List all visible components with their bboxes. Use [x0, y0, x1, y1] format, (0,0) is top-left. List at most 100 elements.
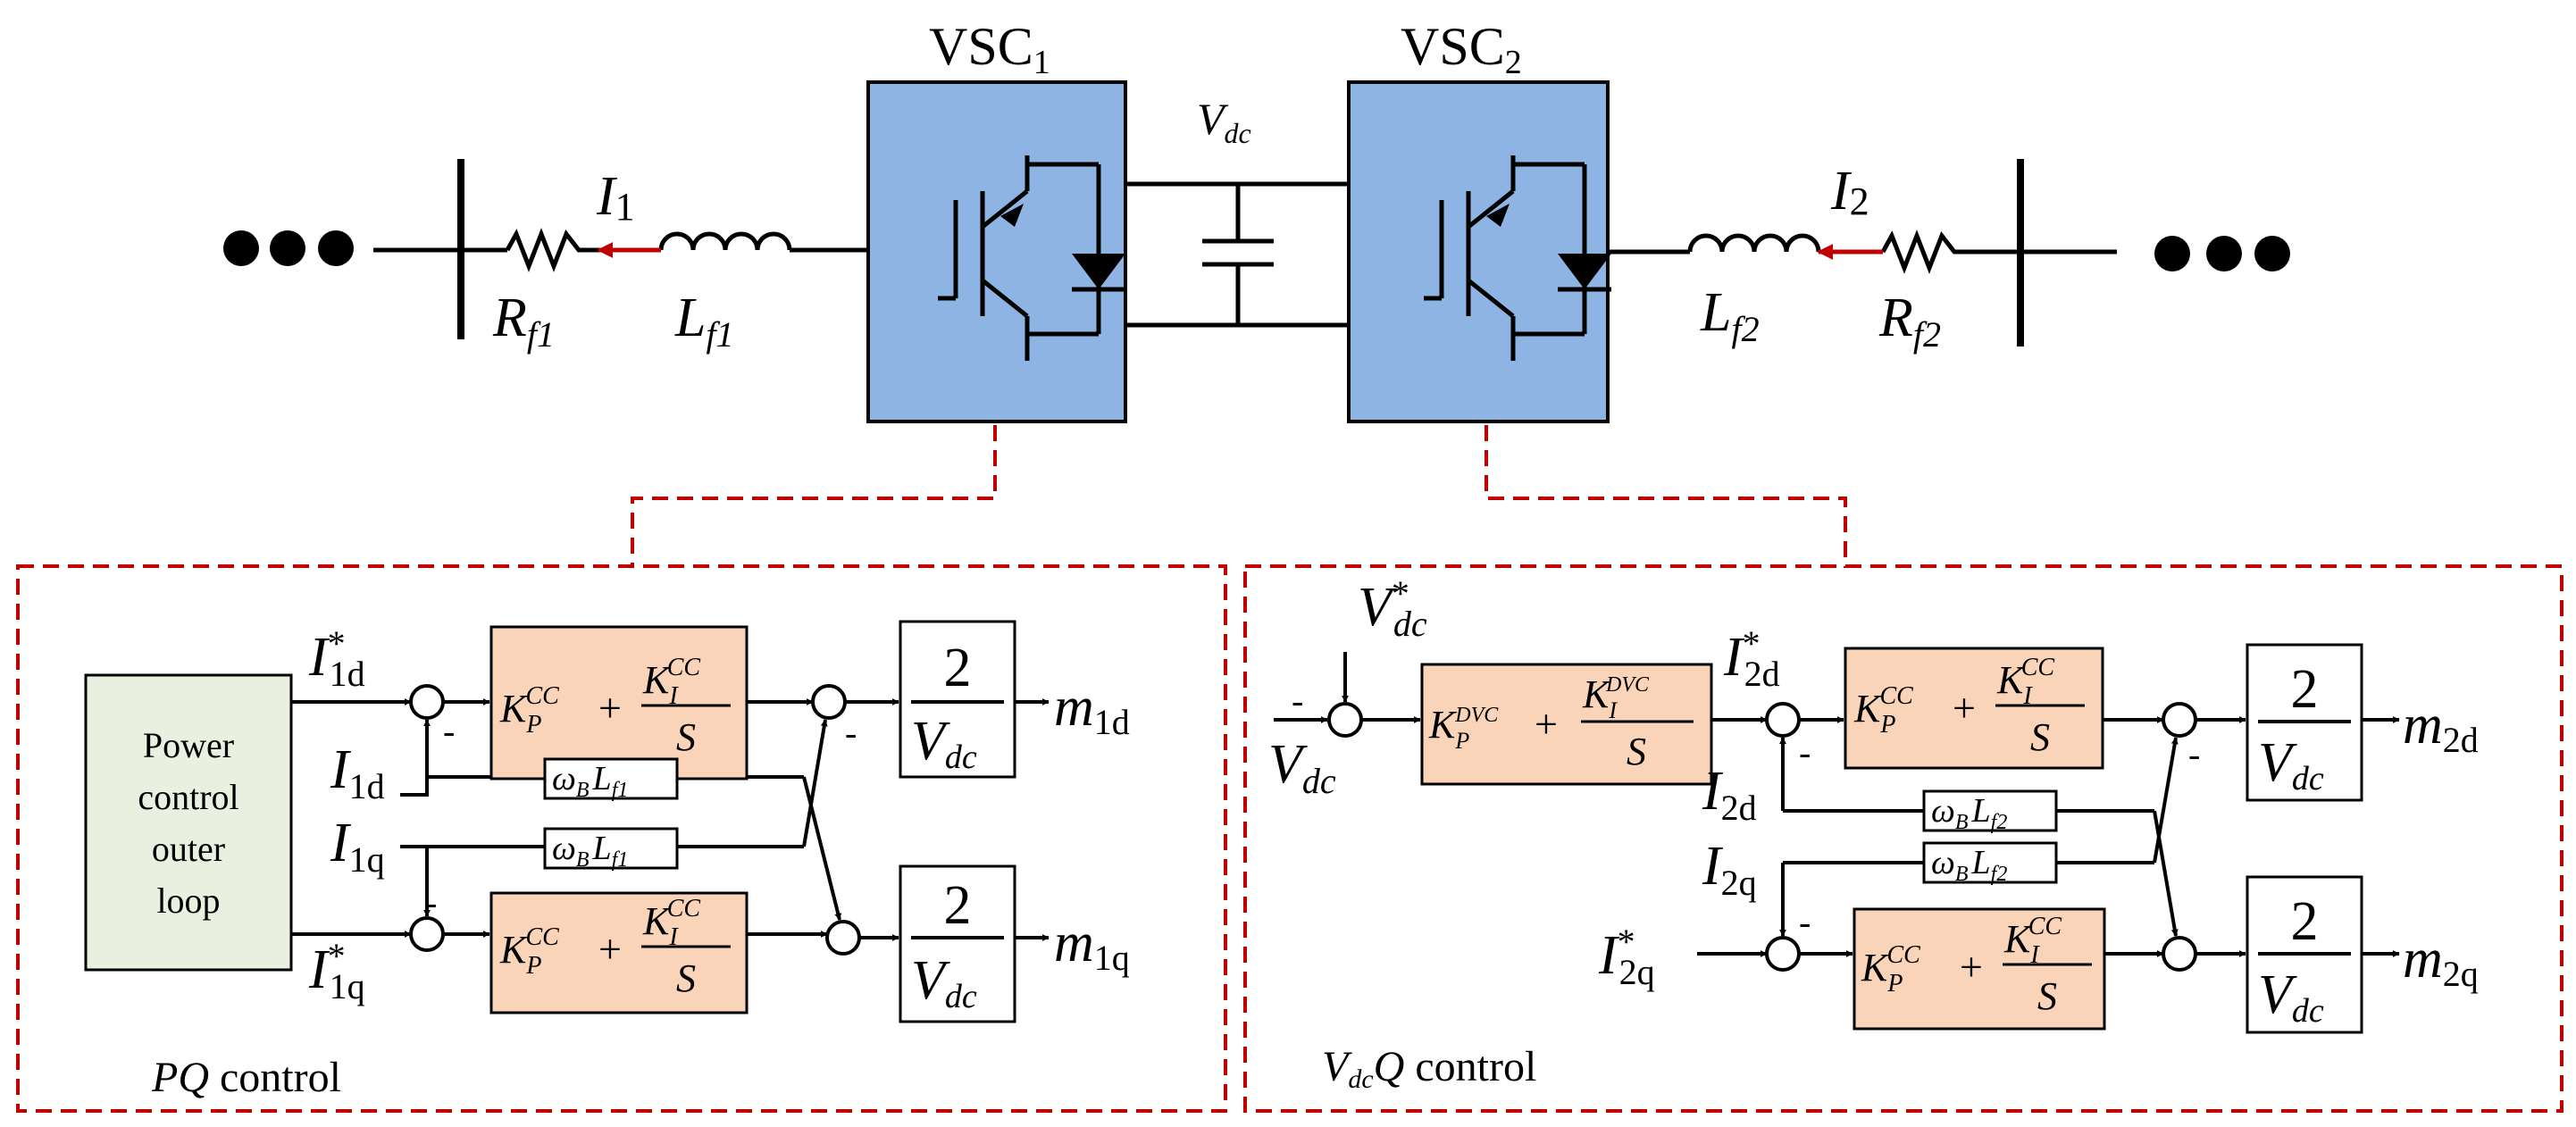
- decoupling-block-q: [543, 827, 679, 870]
- power-control-outer-loop-block: [84, 673, 293, 972]
- m2d-label: m2d: [2403, 695, 2479, 760]
- vdcq-control-caption: VdcQ control: [1322, 1043, 1536, 1094]
- outer-loop-line-1: Power: [143, 725, 234, 765]
- svg-text:KICC: KICC: [642, 654, 700, 710]
- svg-text:KPCC: KPCC: [499, 682, 559, 739]
- lf1-label: Lf1: [674, 288, 734, 355]
- vdc-feedback-label: Vdc: [1268, 734, 1336, 801]
- svg-text:KPDVC: KPDVC: [1428, 703, 1499, 754]
- vdc-label: Vdc: [1197, 94, 1251, 149]
- sum-junction-q2: [825, 920, 861, 956]
- power-circuit: VSC1 VSC2 Vdc I1 Rf1 Lf1 I2 Lf2 Rf2: [223, 17, 2290, 423]
- m2q-label: m2q: [2403, 929, 2479, 994]
- vdcq-control-panel: KPDVC + KIDVC S KPCC + KICC S KPCC + KIC…: [1243, 564, 2563, 1113]
- i1q-label: I1q: [330, 813, 385, 880]
- gain-text-q: 2 Vdc: [911, 875, 1004, 1015]
- m1q-label: m1q: [1054, 913, 1130, 978]
- i1-label: I1: [596, 166, 635, 229]
- i2q-ref-label: I*2q: [1598, 922, 1655, 992]
- svg-text:2: 2: [2291, 891, 2319, 952]
- i1d-ref-label: I*1d: [308, 623, 365, 694]
- vsc2-label: VSC2: [1401, 17, 1522, 81]
- sum-junction-q1: [409, 916, 445, 952]
- svg-text:+: +: [598, 926, 622, 972]
- sum-junction-q1-right: [1765, 936, 1801, 972]
- minus-sign-vdc: -: [1292, 680, 1303, 721]
- vsc1-box: [866, 80, 1127, 423]
- ellipsis-dot-left-2: [270, 230, 305, 266]
- svg-text:KPCC: KPCC: [499, 923, 559, 980]
- minus-sign-d1: -: [443, 711, 455, 751]
- ellipsis-dot-right-1: [2154, 236, 2190, 271]
- pi-controller-d: [489, 625, 749, 781]
- svg-text:KICC: KICC: [1996, 654, 2054, 710]
- svg-text:2: 2: [2291, 659, 2319, 720]
- pq-control-panel: Power control outer loop: [16, 564, 1227, 1113]
- vdcq-control-border: [1243, 564, 2563, 1113]
- svg-text:2: 2: [944, 875, 972, 936]
- sum-junction-d1-right: [1765, 702, 1801, 738]
- minus-sign-q1-right: -: [1799, 902, 1811, 942]
- outer-loop-line-2: control: [138, 777, 238, 817]
- pq-control-caption: PQ control: [151, 1054, 341, 1101]
- gain-block-d: [899, 620, 1016, 779]
- i2d-ref-label: I*2d: [1723, 623, 1780, 694]
- inductor-right: [1687, 233, 1821, 253]
- lf2-label: Lf2: [1700, 282, 1760, 349]
- i2-label: I2: [1830, 161, 1869, 223]
- pi-text-d-right: KPCC + KICC S: [1853, 654, 2085, 759]
- minus-sign-d1-right: -: [1799, 732, 1811, 772]
- i2d-label: I2d: [1702, 761, 1757, 828]
- ellipsis-dot-left-3: [318, 230, 354, 266]
- gain-text-d-right: 2 Vdc: [2258, 659, 2351, 797]
- svg-text:2: 2: [944, 638, 972, 698]
- svg-text:S: S: [676, 715, 696, 759]
- pi-text-q: KPCC + KICC S: [499, 895, 731, 1000]
- sum-junction-d2: [811, 684, 847, 720]
- m1d-label: m1d: [1054, 677, 1130, 742]
- svg-text:+: +: [1535, 701, 1558, 747]
- sum-junction-d2-right: [2162, 702, 2197, 738]
- svg-text:+: +: [1953, 685, 1976, 730]
- decoupling-block-d: [543, 757, 679, 800]
- svg-text:S: S: [2037, 974, 2057, 1018]
- i2q-label: I2q: [1702, 836, 1757, 903]
- pi-controller-q: [489, 891, 749, 1014]
- pi-controller-d-right: [1844, 647, 2104, 770]
- ellipsis-dot-right-2: [2206, 236, 2242, 271]
- pi-controller-q-right: [1853, 907, 2106, 1031]
- gain-text-d: 2 Vdc: [911, 638, 1004, 776]
- vdc-ref-label: V*dc: [1358, 573, 1427, 644]
- svg-text:S: S: [1627, 730, 1646, 773]
- svg-text:+: +: [1960, 944, 1983, 989]
- outer-loop-line-4: loop: [156, 881, 220, 921]
- rf1-label: Rf1: [492, 288, 555, 355]
- svg-text:KPCC: KPCC: [1853, 682, 1913, 739]
- sum-junction-q2-right: [2162, 936, 2197, 972]
- minus-sign-d2-right: -: [2188, 734, 2200, 774]
- minus-sign-d2: -: [845, 713, 857, 753]
- control-link-connectors: [631, 425, 1847, 568]
- decoupling-block-q-right: [1922, 841, 2058, 884]
- svg-text:Vdc: Vdc: [2258, 964, 2324, 1030]
- decoupling-block-d-right: [1922, 789, 2058, 832]
- inductor-left: [658, 231, 792, 251]
- ellipsis-dot-right-3: [2254, 236, 2290, 271]
- pi-text-d: KPCC + KICC S: [499, 654, 731, 759]
- sum-junction-vdc: [1327, 702, 1363, 738]
- ellipsis-dot-left-1: [223, 230, 259, 266]
- pi-controller-dvc: [1420, 663, 1713, 786]
- svg-text:Vdc: Vdc: [911, 711, 977, 776]
- i1d-label: I1d: [330, 739, 385, 806]
- resistor-right: [1880, 230, 1965, 274]
- svg-text:KICC: KICC: [642, 895, 700, 951]
- svg-text:KIDVC: KIDVC: [1582, 672, 1650, 723]
- outer-loop-line-3: outer: [152, 829, 225, 869]
- i1q-ref-label: I*1q: [308, 936, 365, 1006]
- svg-text:S: S: [2030, 715, 2050, 759]
- svg-text:KICC: KICC: [2003, 913, 2062, 969]
